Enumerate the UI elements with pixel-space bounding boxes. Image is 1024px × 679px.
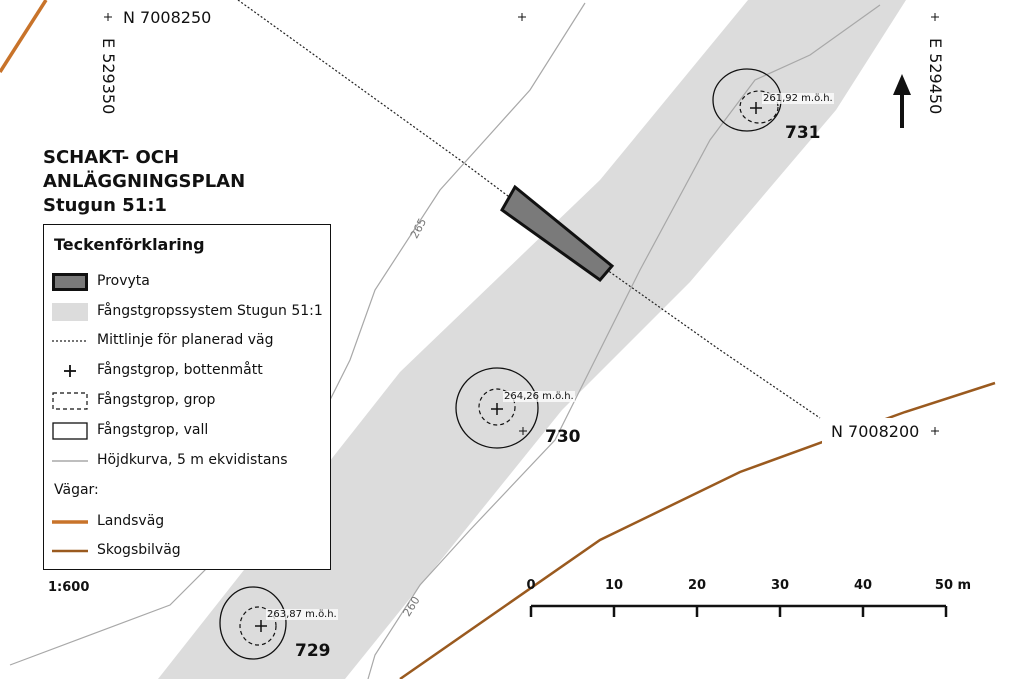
provyta-symbol bbox=[52, 273, 88, 291]
pit-730-small-marker bbox=[519, 427, 527, 435]
landsvag-symbol bbox=[52, 520, 88, 524]
trapping-system-symbol bbox=[52, 303, 88, 321]
pit-730-wall bbox=[455, 367, 539, 449]
scale-tick-30: 30 bbox=[770, 578, 790, 593]
pit-729-bottom-marker bbox=[255, 620, 267, 632]
pit-731-hole bbox=[739, 90, 779, 124]
pit-730-hole bbox=[478, 388, 516, 426]
legend-item-label: Mittlinje för planerad väg bbox=[97, 332, 274, 348]
legend-panel: Teckenförklaring Provyta Fångstgropssyst… bbox=[43, 224, 331, 570]
legend-item-pit-wall: Fångstgrop, vall bbox=[44, 419, 330, 443]
pit-731-elevation: 261,92 m.ö.h. bbox=[762, 93, 834, 104]
skogsbilvag-symbol bbox=[52, 549, 88, 553]
pit-729-label: 729 bbox=[295, 641, 331, 661]
map-title-line-3: Stugun 51:1 bbox=[43, 195, 167, 216]
pit-hole-symbol bbox=[52, 392, 88, 410]
map-title-line-2: ANLÄGGNINGSPLAN bbox=[43, 171, 246, 192]
crosshair-icon bbox=[104, 13, 939, 435]
pit-730-bottom-marker bbox=[491, 403, 503, 415]
skogsbilvag-road bbox=[399, 381, 996, 679]
legend-item-trapping-system: Fångstgropssystem Stugun 51:1 bbox=[44, 300, 330, 324]
coordinate-north-mid: N 7008200 bbox=[831, 422, 920, 441]
legend-item-label: Fångstgropssystem Stugun 51:1 bbox=[97, 303, 323, 319]
legend-item-landsvag: Landsväg bbox=[44, 510, 330, 534]
centerline-symbol bbox=[52, 340, 88, 342]
crosshair-icon bbox=[64, 365, 76, 377]
contour-line-265 bbox=[9, 2, 586, 666]
legend-item-label: Fångstgrop, grop bbox=[97, 392, 216, 408]
pit-wall-symbol bbox=[52, 422, 88, 440]
legend-item-label: Fångstgrop, bottenmått bbox=[97, 362, 263, 378]
coordinate-east-right: E 529450 bbox=[926, 38, 945, 115]
legend-item-label: Höjdkurva, 5 m ekvidistans bbox=[97, 452, 288, 468]
legend-item-label: Provyta bbox=[97, 273, 150, 289]
map-title: SCHAKT- OCH ANLÄGGNINGSPLAN Stugun 51:1 bbox=[43, 146, 245, 218]
provyta-polygon bbox=[500, 184, 615, 283]
scale-tick-50: 50 m bbox=[934, 578, 972, 593]
pit-729-elevation: 263,87 m.ö.h. bbox=[266, 609, 338, 620]
pit-730-elevation: 264,26 m.ö.h. bbox=[503, 391, 575, 402]
legend-item-label: Fångstgrop, vall bbox=[97, 422, 209, 438]
pit-731-label: 731 bbox=[785, 123, 821, 143]
legend-item-centerline: Mittlinje för planerad väg bbox=[44, 329, 330, 353]
trapping-pit-system-area bbox=[158, 0, 906, 679]
pit-729-hole bbox=[239, 606, 277, 646]
legend-item-label: Skogsbilväg bbox=[97, 542, 181, 558]
legend-item-provyta: Provyta bbox=[44, 270, 330, 294]
legend-item-skogsbilvag: Skogsbilväg bbox=[44, 539, 330, 563]
scale-ratio: 1:600 bbox=[48, 580, 90, 595]
contour-line-260 bbox=[367, 4, 881, 679]
scale-tick-10: 10 bbox=[604, 578, 624, 593]
landsvag-road-top-left bbox=[0, 0, 48, 73]
scale-tick-0: 0 bbox=[526, 578, 536, 593]
coordinate-north-top: N 7008250 bbox=[123, 8, 212, 27]
pit-730-label: 730 bbox=[545, 427, 581, 447]
legend-item-label: Landsväg bbox=[97, 513, 165, 529]
coordinate-east-left: E 529350 bbox=[99, 38, 118, 115]
legend-item-pit-hole: Fångstgrop, grop bbox=[44, 389, 330, 413]
scale-tick-40: 40 bbox=[853, 578, 873, 593]
legend-item-contour: Höjdkurva, 5 m ekvidistans bbox=[44, 449, 330, 473]
north-arrow-icon bbox=[893, 74, 911, 128]
contour-symbol bbox=[52, 460, 88, 462]
pit-729-wall bbox=[219, 586, 287, 660]
pit-731-bottom-marker bbox=[750, 102, 762, 114]
legend-title: Teckenförklaring bbox=[54, 235, 205, 254]
legend-item-pit-bottom: Fångstgrop, bottenmått bbox=[44, 359, 330, 383]
legend-roads-heading: Vägar: bbox=[54, 482, 99, 498]
map-title-line-1: SCHAKT- OCH bbox=[43, 147, 180, 168]
scale-tick-20: 20 bbox=[687, 578, 707, 593]
scale-bar bbox=[529, 604, 948, 617]
